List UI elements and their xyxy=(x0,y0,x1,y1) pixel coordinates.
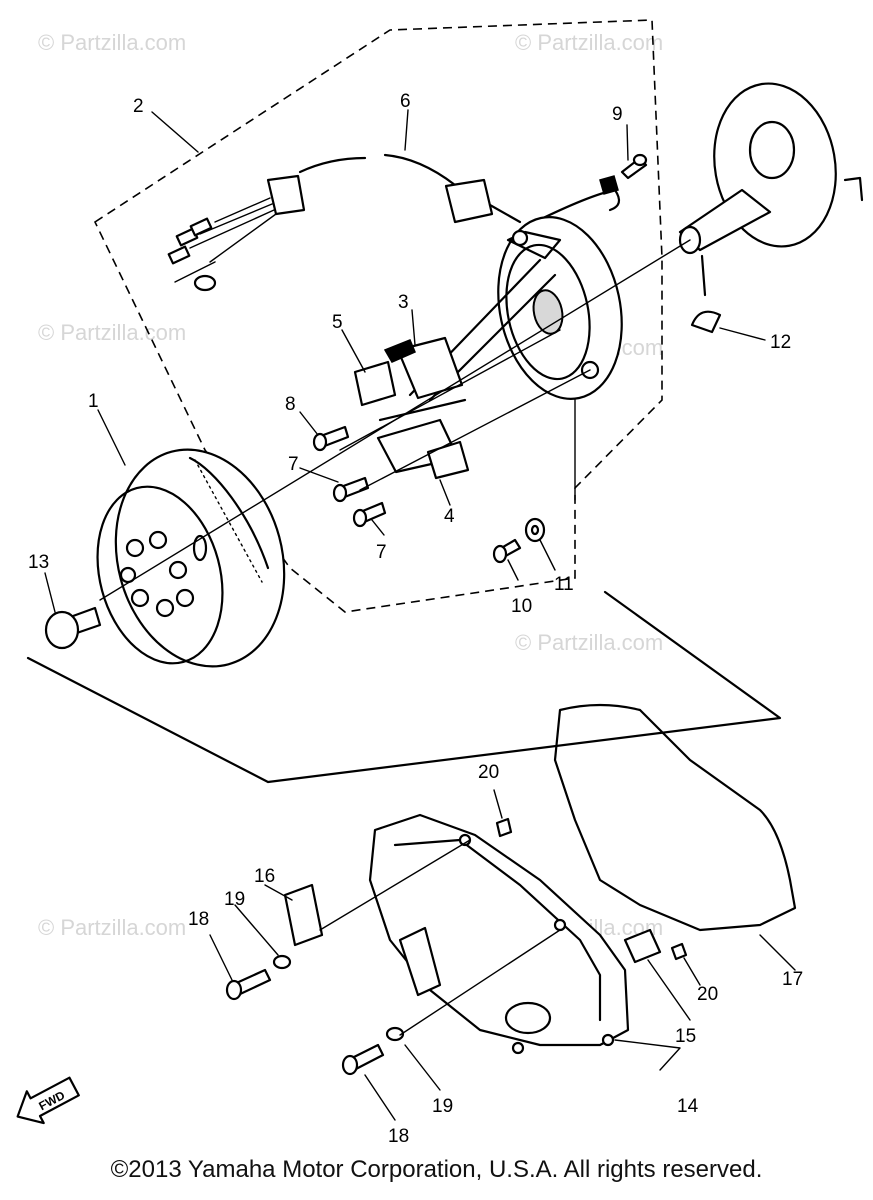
bolts xyxy=(312,153,648,564)
callout-19: 19 xyxy=(224,889,245,910)
cover-bolt-head xyxy=(225,979,243,1001)
callout-6: 6 xyxy=(400,91,411,112)
dowel-pin xyxy=(623,928,662,964)
callout-10: 10 xyxy=(511,596,532,617)
stator-base-plate xyxy=(408,216,623,402)
callout-5: 5 xyxy=(332,312,343,333)
copyright-notice: ©2013 Yamaha Motor Corporation, U.S.A. A… xyxy=(110,1156,763,1183)
coil-assembly xyxy=(353,336,470,480)
wire-harness xyxy=(167,153,522,292)
flywheel-bolt-head xyxy=(44,610,80,650)
section-outline xyxy=(26,590,782,784)
flywheel xyxy=(96,448,286,668)
watermark: © Partzilla.com xyxy=(38,915,186,940)
callout-11: 11 xyxy=(554,574,574,595)
callout-7: 7 xyxy=(288,454,299,475)
washer xyxy=(385,1026,405,1042)
callout-15: 15 xyxy=(675,1026,696,1047)
cover-gasket xyxy=(553,703,797,932)
leader-lines xyxy=(44,109,796,1121)
crankshaft-boss xyxy=(678,82,864,297)
crankcase-cover xyxy=(368,813,630,1055)
cover-bolt-head xyxy=(341,1054,359,1076)
callout-9: 9 xyxy=(612,104,623,125)
watermark: © Partzilla.com xyxy=(515,30,663,55)
callout-17: 17 xyxy=(782,969,803,990)
callout-labels: 1 2 3 4 5 6 7 7 8 9 10 11 12 13 14 15 16… xyxy=(28,91,803,1147)
callout-13: 13 xyxy=(28,552,49,573)
callout-19: 19 xyxy=(432,1096,453,1117)
callout-18: 18 xyxy=(388,1126,409,1147)
callout-3: 3 xyxy=(398,292,409,313)
washer xyxy=(272,954,292,970)
cable-clamp xyxy=(283,883,324,947)
callout-8: 8 xyxy=(285,394,296,415)
alignment-lines xyxy=(99,239,691,1036)
callout-1: 1 xyxy=(88,391,99,412)
dowel-pin-small xyxy=(670,942,688,961)
callout-2: 2 xyxy=(133,96,144,117)
ground-terminal xyxy=(599,175,619,195)
callout-4: 4 xyxy=(444,506,455,527)
callout-20: 20 xyxy=(697,984,718,1005)
watermark: © Partzilla.com xyxy=(515,630,663,655)
callout-14: 14 xyxy=(677,1096,699,1117)
woodruff-key xyxy=(690,310,722,334)
callout-18: 18 xyxy=(188,909,209,930)
callout-20: 20 xyxy=(478,762,499,783)
watermark: © Partzilla.com xyxy=(38,30,186,55)
callout-12: 12 xyxy=(770,332,791,353)
callout-7: 7 xyxy=(376,542,387,563)
dowel-pin-small xyxy=(495,817,513,838)
callout-16: 16 xyxy=(254,866,275,887)
watermark: © Partzilla.com xyxy=(38,320,186,345)
forward-direction-arrow: FWD xyxy=(16,1076,80,1125)
